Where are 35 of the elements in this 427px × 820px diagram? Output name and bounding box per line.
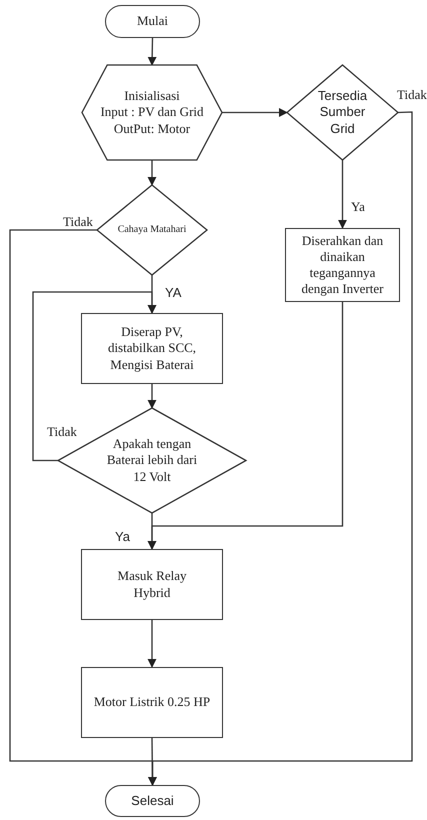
- edge-label: Tidak: [46, 425, 78, 440]
- edge-label: Ya: [114, 530, 131, 544]
- edge-label: Ya: [350, 200, 366, 214]
- node-text: Tersedia Sumber Grid: [316, 88, 368, 137]
- node-text: Motor Listrik 0.25 HP: [94, 694, 210, 711]
- decision-diamond: [97, 185, 207, 275]
- process-box: [81, 667, 223, 738]
- arrow: [148, 738, 157, 786]
- node-text: Apakah tengan Baterai lebih dari 12 Volt: [106, 436, 198, 485]
- arrow: [32, 291, 156, 462]
- node-text: Masuk Relay Hybrid: [116, 568, 188, 601]
- edge-label: Tidak: [396, 88, 427, 102]
- edge-label: Tidak: [62, 215, 94, 230]
- preparation-hexagon: [82, 65, 222, 160]
- node-text: Mulai: [136, 13, 168, 30]
- terminal-box: [105, 785, 200, 817]
- process-box: [81, 549, 223, 620]
- terminal-box: [105, 5, 200, 38]
- arrow: [148, 160, 156, 186]
- node-text: Selesai: [131, 792, 174, 810]
- node-text: Cahaya Matahari: [118, 224, 186, 236]
- node-text: Diserap PV, distabilkan SCC, Mengisi Baterai: [106, 324, 198, 373]
- decision-diamond: [287, 65, 398, 160]
- arrow: [148, 38, 157, 66]
- arrow: [338, 160, 347, 229]
- arrow: [222, 108, 288, 117]
- arrow: [148, 302, 344, 550]
- node-text: Input : PV dan Grid: [100, 104, 204, 121]
- node-text: OutPut: Motor: [114, 120, 190, 137]
- arrow: [148, 384, 156, 409]
- node-text: Diserahkan dan dinaikan tegangannya dengan Inverter: [300, 232, 384, 298]
- node-text: Inisialisasi: [124, 88, 180, 104]
- process-box: [285, 228, 400, 302]
- arrow: [148, 620, 156, 668]
- process-box: [81, 313, 223, 384]
